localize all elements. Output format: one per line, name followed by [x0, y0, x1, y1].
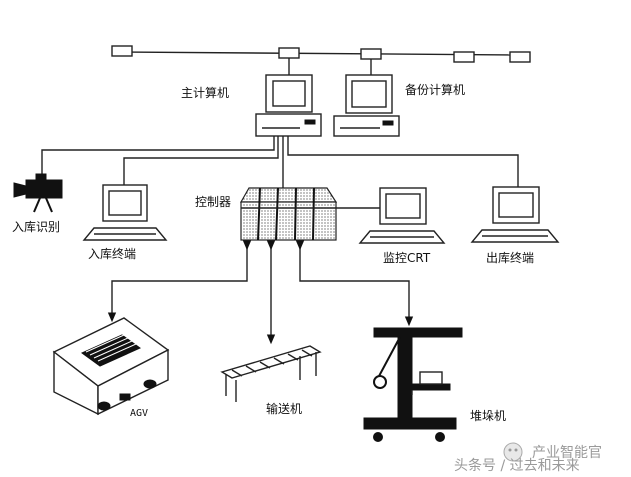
monitor-crt-label: 监控CRT	[383, 251, 431, 265]
stacker-label: 堆垛机	[470, 408, 506, 423]
main-computer	[255, 74, 322, 137]
conveyor-label: 输送机	[266, 401, 302, 416]
entry-id-label: 入库识别	[12, 219, 60, 234]
entry-terminal-label: 入库终端	[88, 246, 136, 261]
camera-icon	[13, 173, 63, 213]
conveyor	[220, 345, 322, 402]
watermark: 产业智能官 头条号 / 过去和未来	[454, 442, 602, 474]
exit-terminal-label: 出库终端	[486, 250, 534, 265]
exit-terminal	[470, 186, 560, 243]
backup-computer-label: 备份计算机	[405, 82, 465, 97]
agv-vehicle	[52, 317, 170, 416]
controller-label: 控制器	[195, 195, 231, 209]
stacker-crane	[363, 327, 463, 442]
watermark-source: 头条号 / 过去和未来	[454, 457, 580, 474]
controller	[239, 187, 338, 241]
main-computer-label: 主计算机	[181, 85, 229, 100]
entry-terminal	[82, 184, 168, 241]
wechat-logo-icon	[503, 442, 523, 462]
watermark-brand: 产业智能官	[532, 445, 602, 461]
agv-label: AGV	[130, 408, 148, 419]
backup-computer	[333, 74, 400, 137]
controller-arrows	[107, 240, 414, 345]
connection-lines	[41, 136, 519, 209]
network-bus	[111, 45, 531, 76]
monitor-crt	[358, 187, 446, 244]
